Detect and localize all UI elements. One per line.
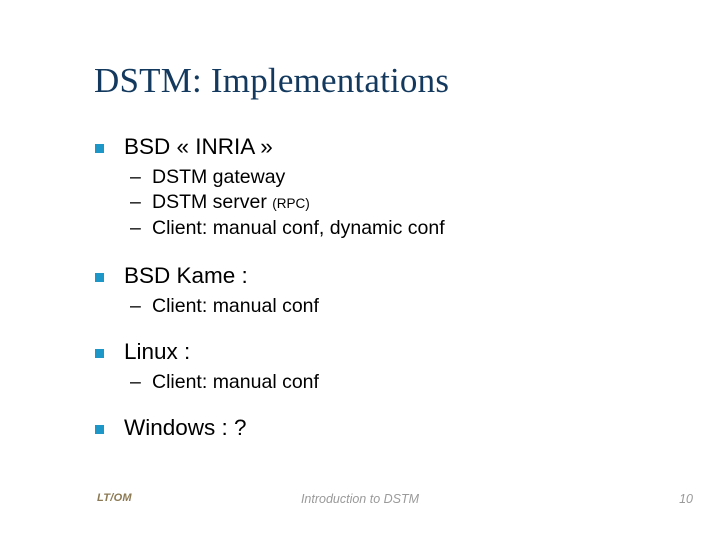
slide-body: BSD « INRIA » – DSTM gateway – DSTM serv… [94, 133, 674, 442]
dash-marker-icon: – [130, 217, 141, 239]
page-title: DSTM: Implementations [94, 61, 450, 100]
sub-bullet-label: DSTM gateway [152, 166, 286, 188]
bullet-item-bsd-inria: BSD « INRIA » [94, 133, 674, 161]
dash-marker-icon: – [130, 191, 141, 213]
dash-marker-icon: – [130, 371, 141, 393]
sub-bullet-text: DSTM server [152, 191, 273, 213]
square-bullet-icon [95, 273, 104, 282]
sub-bullet-label: Client: manual conf [152, 295, 319, 317]
sub-bullet-item: – Client: manual conf [94, 294, 674, 319]
dash-marker-icon: – [130, 295, 141, 317]
footer-author: LT/OM [97, 492, 132, 504]
slide-number: 10 [679, 492, 693, 506]
sub-bullet-item: – DSTM gateway [94, 165, 674, 190]
slide-footer: LT/OM Introduction to DSTM 10 [0, 492, 720, 514]
bullet-item-windows: Windows : ? [94, 414, 674, 442]
bullet-label: BSD « INRIA » [124, 134, 273, 159]
square-bullet-icon [95, 425, 104, 434]
sub-bullet-note: (RPC) [272, 196, 310, 211]
sub-bullet-label: Client: manual conf, dynamic conf [152, 217, 445, 239]
dash-marker-icon: – [130, 166, 141, 188]
bullet-label: BSD Kame : [124, 263, 248, 288]
sub-bullet-label: DSTM server (RPC) [152, 190, 310, 216]
sub-bullet-label: Client: manual conf [152, 371, 319, 393]
footer-presentation-title: Introduction to DSTM [300, 492, 420, 506]
sub-bullet-item: – Client: manual conf, dynamic conf [94, 216, 674, 241]
bullet-item-linux: Linux : [94, 338, 674, 366]
square-bullet-icon [95, 144, 104, 153]
sub-bullet-item: – Client: manual conf [94, 370, 674, 395]
bullet-item-bsd-kame: BSD Kame : [94, 262, 674, 290]
bullet-label: Linux : [124, 339, 191, 364]
sub-bullet-item: – DSTM server (RPC) [94, 190, 674, 216]
square-bullet-icon [95, 349, 104, 358]
bullet-label: Windows : ? [124, 415, 247, 440]
